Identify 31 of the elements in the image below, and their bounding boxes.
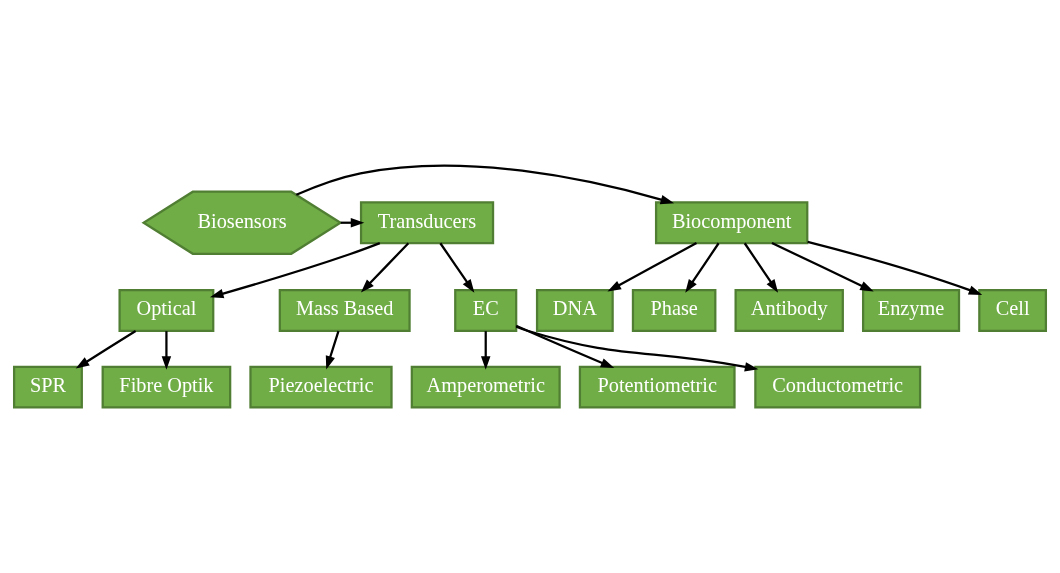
arrow xyxy=(771,242,874,292)
arrow xyxy=(209,242,381,299)
arrow xyxy=(295,164,675,205)
arrow xyxy=(743,242,779,293)
node-box: Fibre Optik xyxy=(101,365,232,409)
node-box: Conductometric xyxy=(754,365,922,409)
node-box: Cell xyxy=(978,289,1048,332)
node-box: Enzyme xyxy=(862,289,961,332)
arrow xyxy=(515,324,615,369)
node-box: EC xyxy=(454,289,518,332)
node-box: Phase xyxy=(631,289,717,332)
arrow xyxy=(75,330,137,369)
node-box: Transducers xyxy=(359,201,495,245)
node-box: Potentiometric xyxy=(578,365,736,409)
arrow xyxy=(607,242,698,292)
arrow xyxy=(360,242,410,293)
node-box: SPR xyxy=(13,365,83,409)
node-box: Antibody xyxy=(734,289,844,332)
arrow xyxy=(325,330,340,370)
arrow xyxy=(161,331,172,370)
arrow xyxy=(685,242,720,293)
node-box: DNA xyxy=(535,289,614,332)
arrow xyxy=(480,331,491,370)
arrow xyxy=(515,325,759,372)
node-box: Piezoelectric xyxy=(249,365,393,409)
node-box: Mass Based xyxy=(278,289,411,332)
arrow xyxy=(807,240,983,295)
node-box: Optical xyxy=(118,289,215,332)
node-box: Biocomponent xyxy=(654,201,809,245)
arrow xyxy=(439,242,475,293)
node-box: Amperometric xyxy=(410,365,561,409)
